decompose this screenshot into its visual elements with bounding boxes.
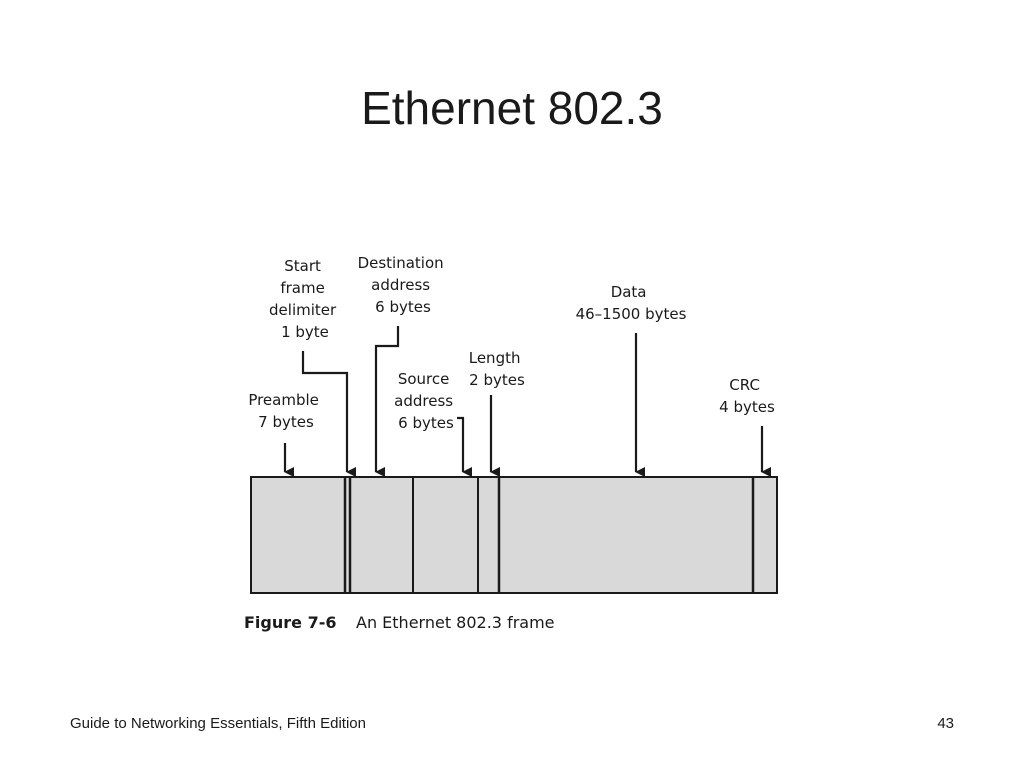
figure-number: Figure 7-6	[244, 613, 336, 632]
label-data: Data 46–1500 bytes	[576, 283, 687, 323]
arrow-sfd	[301, 351, 356, 477]
arrow-destination	[374, 326, 400, 477]
label-destination-address: Destination address 6 bytes	[358, 254, 449, 316]
arrow-source	[457, 416, 472, 477]
label-source-address: Source address 6 bytes	[394, 370, 458, 432]
label-start-frame-delimiter: Start frame delimiter 1 byte	[269, 257, 341, 341]
footer-book-title: Guide to Networking Essentials, Fifth Ed…	[70, 715, 366, 732]
slide-title: Ethernet 802.3	[361, 82, 663, 134]
label-length: Length 2 bytes	[469, 349, 526, 389]
figure-caption: An Ethernet 802.3 frame	[356, 613, 555, 632]
page-number: 43	[937, 715, 954, 732]
frame-box	[250, 476, 778, 594]
label-crc: CRC 4 bytes	[719, 376, 775, 416]
label-preamble: Preamble 7 bytes	[248, 391, 323, 431]
